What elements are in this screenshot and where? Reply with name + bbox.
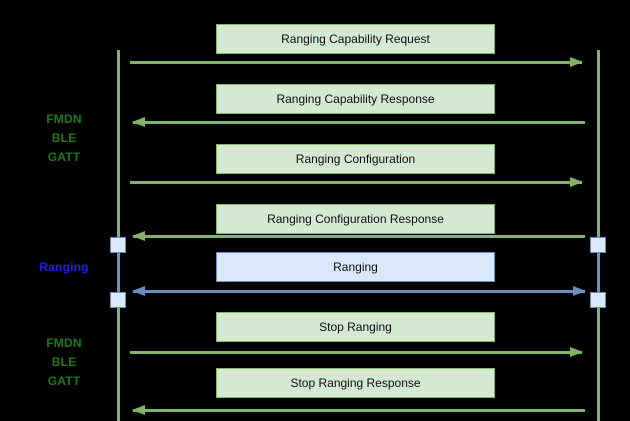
message-box-ranging-configuration-response: Ranging Configuration Response	[216, 204, 495, 234]
phase-label-fmdn-ble-gatt-top: FMDN BLE GATT	[46, 112, 82, 164]
arrow-shaft	[130, 351, 582, 354]
arrowhead-left-icon	[132, 405, 145, 415]
message-arrow-ranging-capability-request	[130, 57, 583, 68]
left-activation-node-start	[110, 237, 126, 253]
left-activation-bar	[117, 245, 120, 300]
right-activation-bar	[597, 245, 600, 300]
arrowhead-left-icon	[132, 286, 145, 296]
arrowhead-right-icon	[573, 286, 586, 296]
message-arrow-ranging-bidirectional	[132, 286, 586, 297]
arrow-shaft	[133, 121, 585, 124]
message-box-stop-ranging-response: Stop Ranging Response	[216, 368, 495, 398]
message-arrow-ranging-configuration	[130, 177, 583, 188]
phase-label-ranging: Ranging	[39, 260, 89, 274]
arrowhead-right-icon	[570, 57, 583, 67]
message-arrow-stop-ranging-response	[132, 405, 585, 416]
right-activation-node-end	[590, 292, 606, 308]
message-arrow-ranging-capability-response	[132, 117, 585, 128]
arrowhead-right-icon	[570, 177, 583, 187]
arrowhead-right-icon	[570, 347, 583, 357]
message-box-ranging: Ranging	[216, 252, 495, 282]
message-box-ranging-capability-request: Ranging Capability Request	[216, 24, 495, 54]
message-box-ranging-capability-response: Ranging Capability Response	[216, 84, 495, 114]
arrow-shaft	[130, 181, 582, 184]
phase-label-fmdn-ble-gatt-bottom: FMDN BLE GATT	[46, 336, 82, 388]
left-activation-node-end	[110, 292, 126, 308]
arrow-shaft	[133, 409, 585, 412]
left-lifeline	[117, 50, 120, 421]
arrow-shaft	[133, 235, 585, 238]
arrowhead-left-icon	[132, 231, 145, 241]
right-lifeline	[597, 50, 600, 421]
message-arrow-ranging-configuration-response	[132, 231, 585, 242]
message-box-stop-ranging: Stop Ranging	[216, 312, 495, 342]
message-arrow-stop-ranging	[130, 347, 583, 358]
arrowhead-left-icon	[132, 117, 145, 127]
message-box-ranging-configuration: Ranging Configuration	[216, 144, 495, 174]
arrow-shaft	[130, 61, 582, 64]
arrow-shaft	[133, 290, 585, 293]
right-activation-node-start	[590, 237, 606, 253]
